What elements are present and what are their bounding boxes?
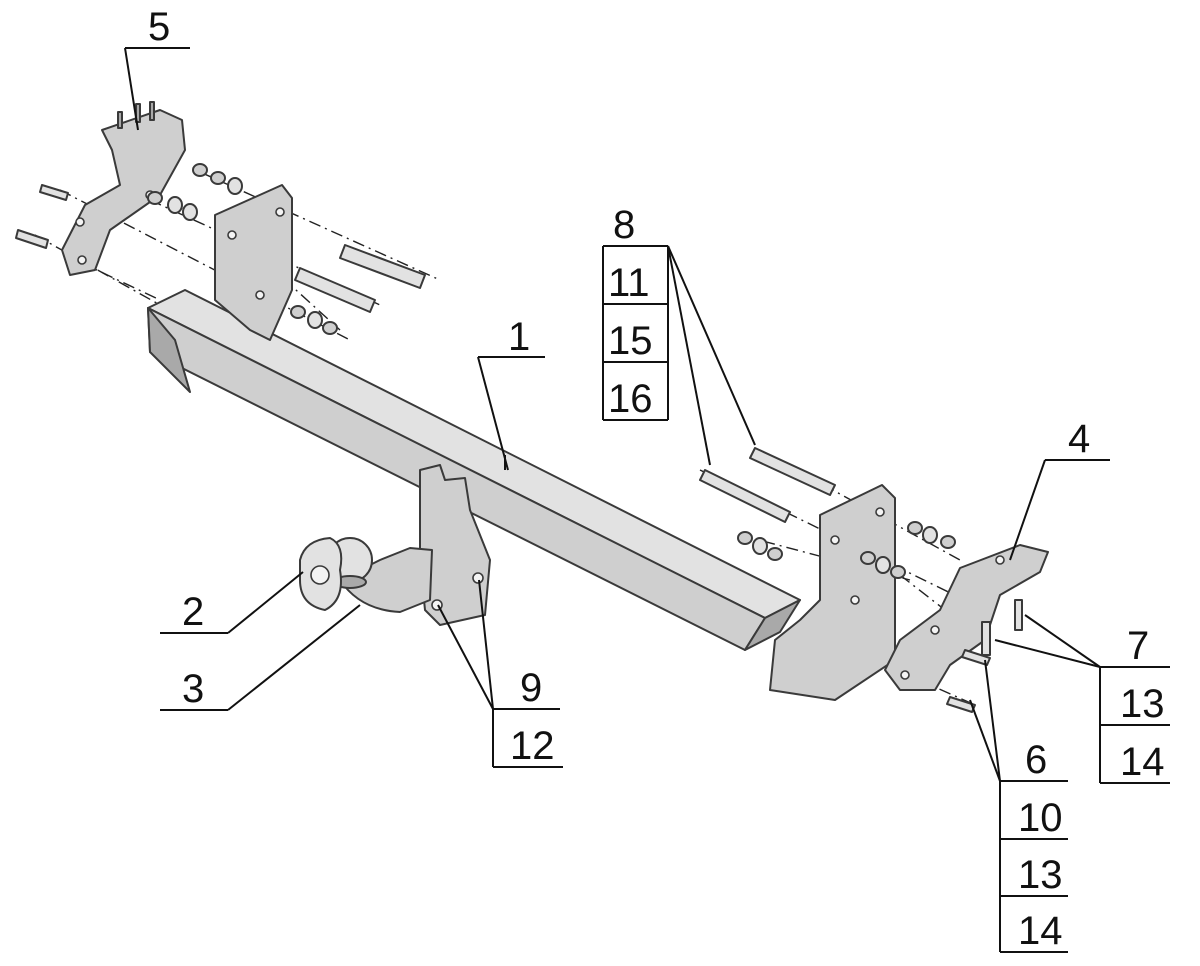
callout-13-b: 13 (1018, 853, 1063, 897)
callout-9: 9 (520, 666, 542, 710)
callout-tables (492, 246, 1170, 953)
callout-7: 7 (1127, 624, 1149, 668)
callout-5: 5 (148, 5, 170, 49)
callout-14-b: 14 (1018, 909, 1063, 953)
callout-2: 2 (182, 590, 204, 634)
socket-flange (299, 537, 343, 611)
callout-12: 12 (510, 724, 555, 768)
callout-6: 6 (1025, 738, 1047, 782)
left-frame-bracket (61, 101, 186, 276)
callout-8: 8 (613, 203, 635, 247)
callout-15: 15 (608, 319, 653, 363)
fasteners-bolts (15, 184, 1023, 713)
tow-ball (327, 537, 433, 613)
callout-13-a: 13 (1120, 682, 1165, 726)
left-side-bracket (214, 184, 293, 341)
callout-16: 16 (608, 377, 653, 421)
fasteners-nuts-washers (147, 163, 956, 579)
right-frame-bracket (884, 544, 1049, 691)
callout-4: 4 (1068, 417, 1090, 461)
callout-numbers: 5 1 4 2 3 8 11 15 16 9 12 7 13 14 6 10 1… (148, 5, 1165, 953)
callout-11: 11 (608, 261, 650, 305)
callout-3: 3 (182, 667, 204, 711)
leader-lines (124, 47, 1170, 782)
callout-14-a: 14 (1120, 740, 1165, 784)
callout-1: 1 (508, 315, 530, 359)
right-side-bracket (769, 484, 896, 701)
callout-10: 10 (1018, 796, 1063, 840)
